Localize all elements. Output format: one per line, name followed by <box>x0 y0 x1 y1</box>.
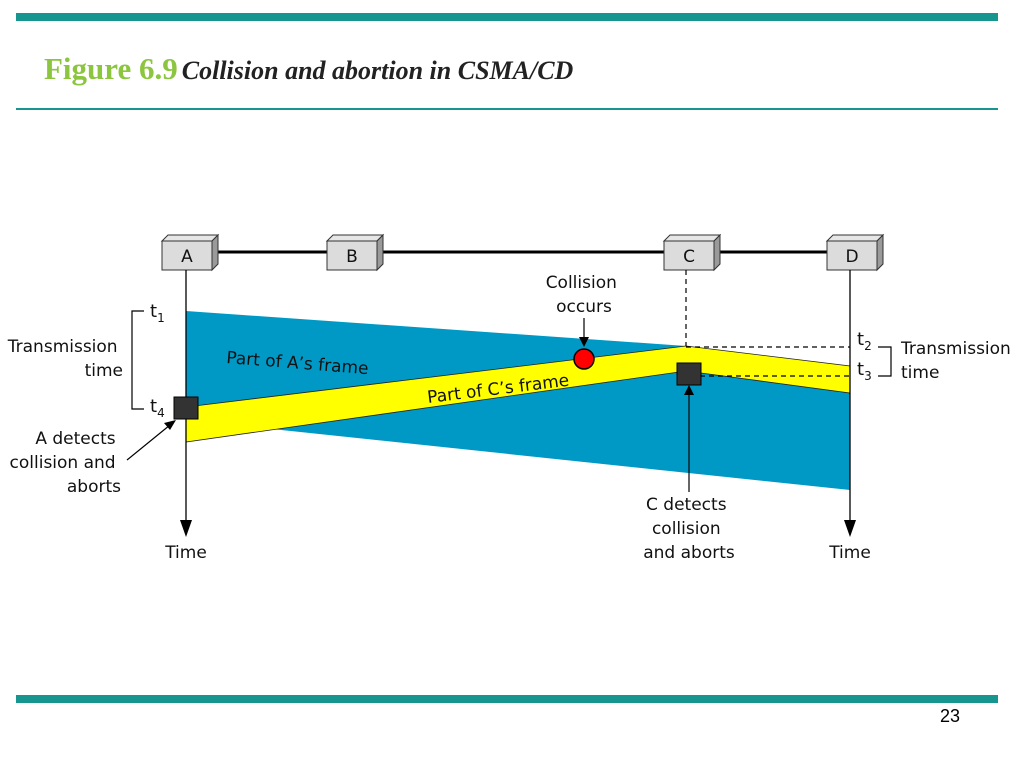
station-c-label: C <box>683 247 695 267</box>
right-time-bracket <box>878 346 892 377</box>
a-detects-label: A detects collision and aborts <box>10 429 122 497</box>
t4-label: t4 <box>150 396 165 420</box>
collision-occurs-label: Collision occurs <box>546 273 623 317</box>
station-a-label: A <box>181 247 193 267</box>
a-detects-pointer <box>126 424 171 461</box>
time-label-left: Time <box>164 543 207 563</box>
t2-label: t2 <box>857 329 872 353</box>
station-b-label: B <box>346 247 358 267</box>
slide-title: Figure 6.9 Collision and abortion in CSM… <box>44 51 573 87</box>
station-a: A <box>160 233 220 272</box>
transmission-time-right: Transmission time <box>900 339 1016 383</box>
arrow-down-icon <box>844 520 856 537</box>
abort-marker-c <box>676 362 702 386</box>
figure-number: Figure 6.9 <box>44 51 178 86</box>
top-accent-bar <box>16 13 998 21</box>
station-c: C <box>662 233 722 272</box>
t3-label: t3 <box>857 359 872 383</box>
t1-label: t1 <box>150 301 165 325</box>
figure-caption: Collision and abortion in CSMA/CD <box>181 56 574 85</box>
station-d: D <box>825 233 885 272</box>
station-b: B <box>325 233 385 272</box>
arrow-up-icon <box>684 385 694 395</box>
time-label-right: Time <box>828 543 871 563</box>
arrow-down-icon <box>579 337 589 347</box>
abort-marker-a <box>173 396 199 420</box>
title-divider <box>16 108 998 110</box>
collision-dot <box>573 348 595 370</box>
c-detects-label: C detects collision and aborts <box>643 495 735 563</box>
bottom-accent-bar <box>16 695 998 703</box>
station-d-label: D <box>845 247 858 267</box>
page-number: 23 <box>939 706 960 726</box>
arrow-up-right-icon <box>164 420 176 430</box>
arrow-down-icon <box>180 520 192 537</box>
left-time-bracket <box>131 310 144 410</box>
transmission-time-left: Transmission time <box>7 337 123 381</box>
